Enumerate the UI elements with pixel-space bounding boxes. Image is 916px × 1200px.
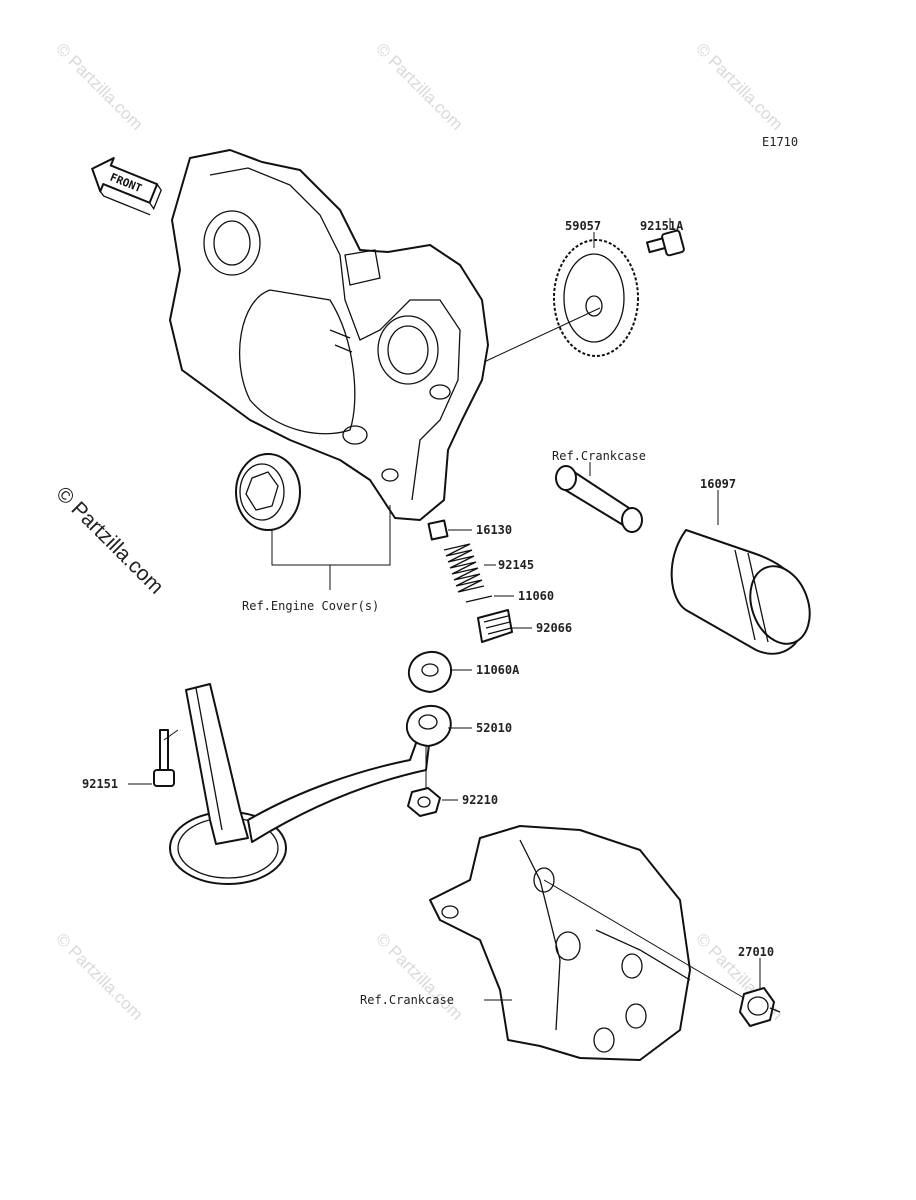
watermark-top-center: © Partzilla.com (372, 39, 466, 133)
oil-strainer (169, 683, 452, 885)
watermarks: © Partzilla.com © Partzilla.com © Partzi… (52, 39, 786, 1023)
watermark-top-left: © Partzilla.com (52, 39, 146, 133)
ref-engine-cover-label: Ref.Engine Cover(s) (242, 599, 379, 613)
part-92151-label: 92151 (82, 777, 118, 791)
relief-valve-spring (443, 543, 485, 593)
part-92151a-label: 92151A (640, 219, 684, 233)
part-92151-leader (128, 729, 179, 785)
ref-engine-cover-leader (271, 505, 391, 590)
part-52010-label: 52010 (476, 721, 512, 735)
watermark-bottom-left: © Partzilla.com (52, 929, 146, 1023)
part-16097-label: 16097 (700, 477, 736, 491)
ref-crankcase-top-label: Ref.Crankcase (552, 449, 646, 463)
part-16130-label: 16130 (476, 523, 512, 537)
front-arrow: FRONT (91, 157, 162, 216)
bolt-92151 (153, 729, 175, 787)
oil-pressure-switch (739, 987, 781, 1027)
gasket-11060a (407, 651, 453, 693)
part-92145-label: 92145 (498, 558, 534, 572)
part-27010-label: 27010 (738, 945, 774, 959)
part-11060-label: 11060 (518, 589, 554, 603)
oil-pump-rotor (235, 453, 301, 531)
crankcase-pipe (555, 465, 643, 533)
engine-cover (169, 149, 489, 521)
crankcase-bottom (429, 825, 691, 1061)
watermark-side: © Partzilla.com (51, 482, 167, 598)
nut-92210-axis (425, 746, 458, 801)
oil-filter (670, 529, 811, 655)
ref-crankcase-bottom-label: Ref.Crankcase (360, 993, 454, 1007)
relief-valve-washer (465, 595, 493, 603)
part-59057-label: 59057 (565, 219, 601, 233)
switch-axis (543, 879, 745, 999)
gear-axis (483, 307, 601, 363)
oil-pump-gear (553, 239, 639, 357)
watermark-bottom-center: © Partzilla.com (372, 929, 466, 1023)
part-92210-label: 92210 (462, 793, 498, 807)
diagram-code: E1710 (762, 135, 798, 149)
bolt-92151a (646, 229, 685, 257)
relief-valve-plug (477, 609, 513, 643)
relief-valve-plunger (427, 519, 449, 541)
part-11060a-label: 11060A (476, 663, 520, 677)
part-92066-label: 92066 (536, 621, 572, 635)
watermark-top-right: © Partzilla.com (692, 39, 786, 133)
nut-92210 (407, 787, 441, 817)
